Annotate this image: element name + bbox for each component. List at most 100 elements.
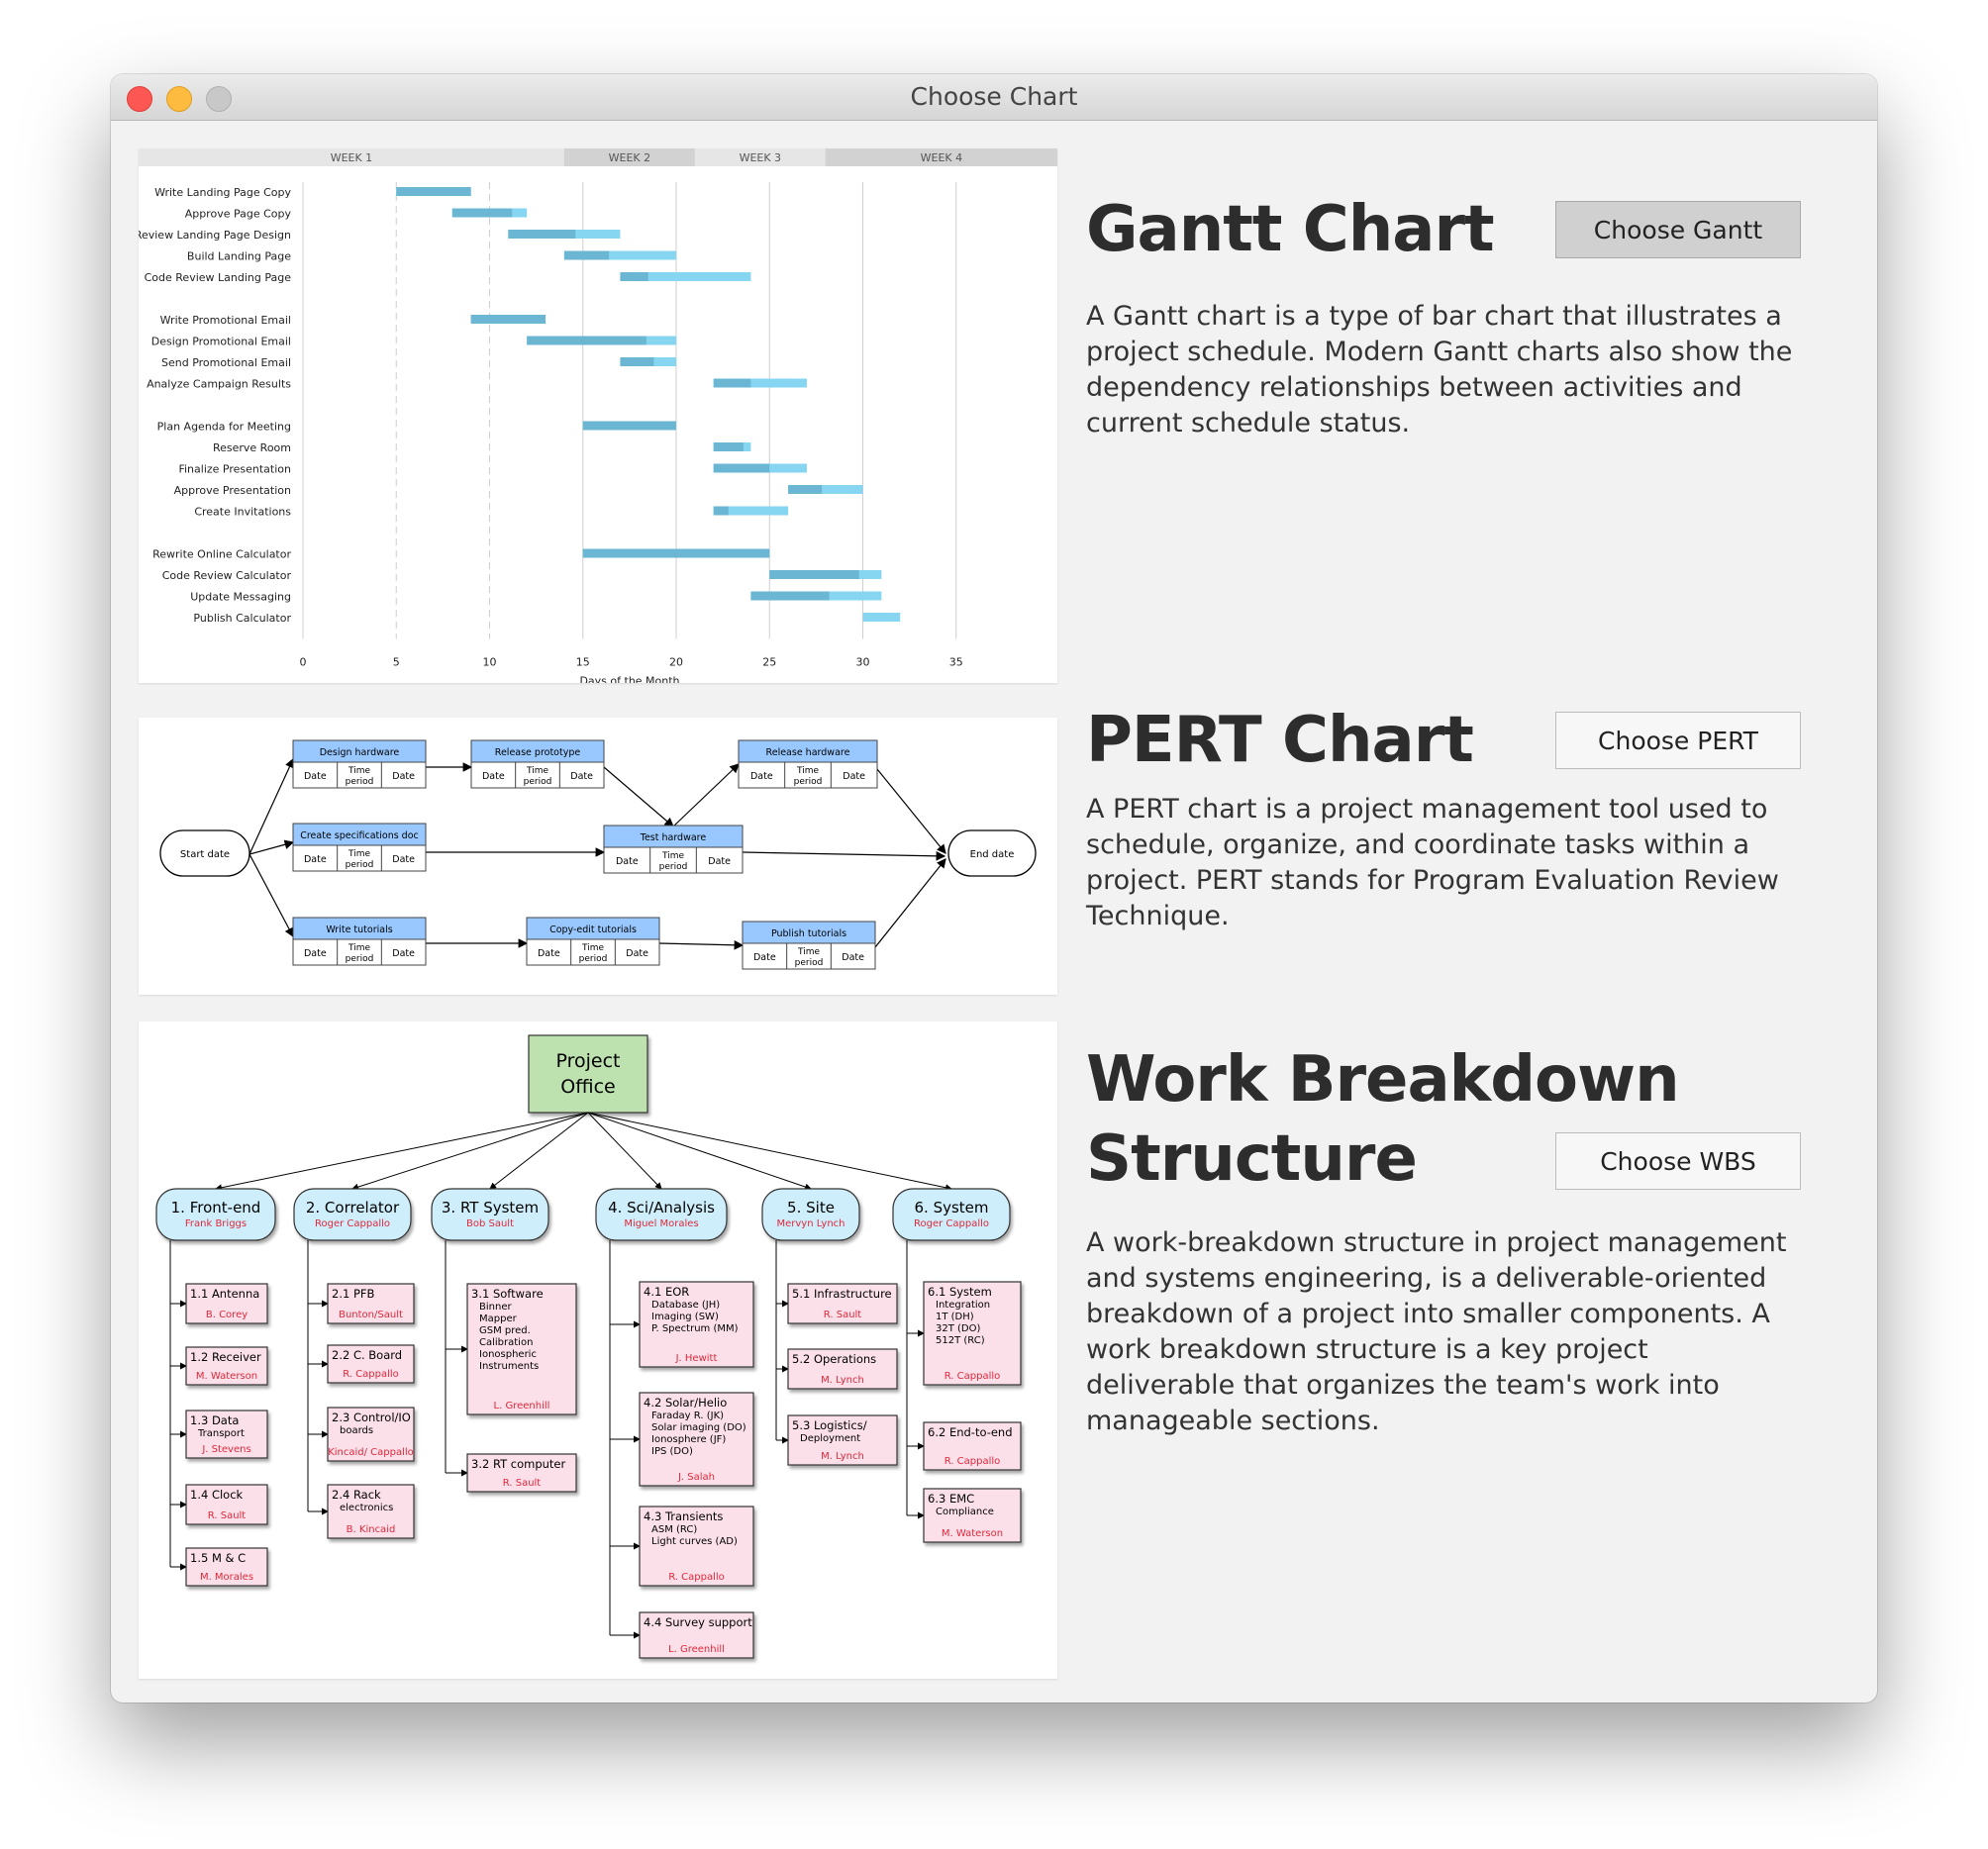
pert-task-body [292,761,427,789]
window-title: Choose Chart [910,82,1078,111]
gantt-task-label: Review Landing Page Design [139,229,291,242]
pert-connector [603,766,674,827]
wbs-leaf-text: Light curves (AD) [651,1536,738,1547]
pert-description: A PERT chart is a project management too… [1086,794,1779,931]
gantt-bar-done [508,230,576,239]
wbs-leaf-text: Imaging (SW) [651,1312,719,1322]
gantt-task-label: Reserve Room [213,441,291,454]
pert-connector [742,851,946,861]
wbs-connector [587,1112,812,1191]
pert-connector [248,853,294,938]
pert-task-body [292,938,427,966]
gantt-bar-remaining [620,272,751,281]
gantt-bar-done [750,591,830,601]
gantt-task-label: Send Promotional Email [161,356,291,369]
pert-connector [876,768,946,854]
title-bar[interactable]: Choose Chart [111,74,1877,121]
gantt-tick-label: 35 [949,656,963,669]
wbs-leaf-owner: Bunton/Sault [339,1310,403,1320]
pert-task-body [292,844,427,872]
wbs-leaf-node [185,1410,268,1459]
gantt-task-label: Code Review Landing Page [145,271,292,284]
wbs-leaf-node [787,1414,898,1466]
pert-task-title: Release prototype [495,747,581,758]
wbs-leaf-node [639,1392,754,1487]
wbs-leaf-node [923,1421,1022,1471]
gantt-bar-done [769,570,859,579]
wbs-leaf-text: 2.1 PFB [332,1287,374,1301]
wbs-leaf-node [639,1611,754,1659]
wbs-leaf-text: 6.3 EMC [928,1492,974,1506]
wbs-branch-node [892,1188,1011,1241]
wbs-leaf-text: 1.1 Antenna [190,1287,259,1301]
wbs-leaf-owner: M. Morales [200,1572,253,1583]
close-window-button[interactable] [127,86,152,112]
gantt-task-label: Finalize Presentation [178,463,291,476]
wbs-leaf-text: 5.3 Logistics/ [792,1418,867,1432]
wbs-leaf-owner: B. Kincaid [347,1524,396,1535]
wbs-leaf-node [185,1346,268,1386]
gantt-bar-done [713,378,751,388]
wbs-connector [351,1112,589,1191]
gantt-bar-done [563,250,610,260]
pert-connector [658,940,745,950]
pert-cell-date: Date [392,854,415,865]
wbs-leaf-node [466,1283,577,1415]
wbs-leaf-text: ASM (RC) [651,1524,697,1535]
pert-task-body [603,846,744,874]
wbs-leaf-text: Faraday R. (JK) [651,1411,724,1421]
pert-task-body [470,761,605,789]
wbs-leaf-text: 4.2 Solar/Helio [644,1396,727,1410]
gantt-bar-done [527,336,646,345]
pert-cell-date: Date [842,952,864,963]
pert-task-title: Publish tutorials [771,928,846,939]
gantt-task-label: Rewrite Online Calculator [152,548,291,561]
gantt-task-label: Write Promotional Email [160,314,291,327]
wbs-leaf-node [185,1547,268,1587]
gantt-bar-done [713,463,770,473]
wbs-leaf-owner: R. Sault [503,1478,542,1489]
wbs-branch-node [293,1188,412,1241]
wbs-leaf-text: 1.5 M & C [190,1551,246,1565]
gantt-x-axis-title: Days of the Month [579,675,679,684]
choose-gantt-button[interactable]: Choose Gantt [1555,201,1801,258]
gantt-task-label: Approve Presentation [174,484,291,497]
wbs-leaf-node [327,1407,415,1462]
wbs-leaf-node [787,1348,898,1390]
wbs-root-label: Office [560,1076,615,1098]
gantt-tick-label: 25 [762,656,776,669]
gantt-week-cell [825,148,1057,166]
choose-pert-button[interactable]: Choose PERT [1555,712,1801,769]
gantt-bar-remaining [788,485,863,494]
wbs-branch-node [431,1188,549,1241]
wbs-branch-owner: Miguel Morales [624,1218,698,1229]
gantt-bar-done [713,506,729,516]
pert-connector [248,839,295,855]
wbs-leaf-text: 4.3 Transients [644,1509,723,1523]
wbs-root-label: Project [555,1050,620,1072]
wbs-leaf-text: Mapper [479,1314,518,1324]
choose-wbs-button[interactable]: Choose WBS [1555,1132,1801,1190]
pert-cell-date: Date [753,952,776,963]
gantt-week-label: WEEK 1 [331,151,373,164]
wbs-leaf-text: IPS (DO) [651,1446,693,1457]
minimize-window-button[interactable] [166,86,192,112]
wbs-leaf-text: Ionospheric [479,1349,537,1360]
wbs-heading-line1: Work Breakdown [1086,1043,1680,1117]
wbs-leaf-owner: L. Greenhill [668,1644,725,1655]
wbs-leaf-text: 1.3 Data [190,1413,239,1427]
zoom-window-button[interactable] [206,86,232,112]
pert-cell-period: period [794,777,823,787]
gantt-bar-done [620,272,648,281]
